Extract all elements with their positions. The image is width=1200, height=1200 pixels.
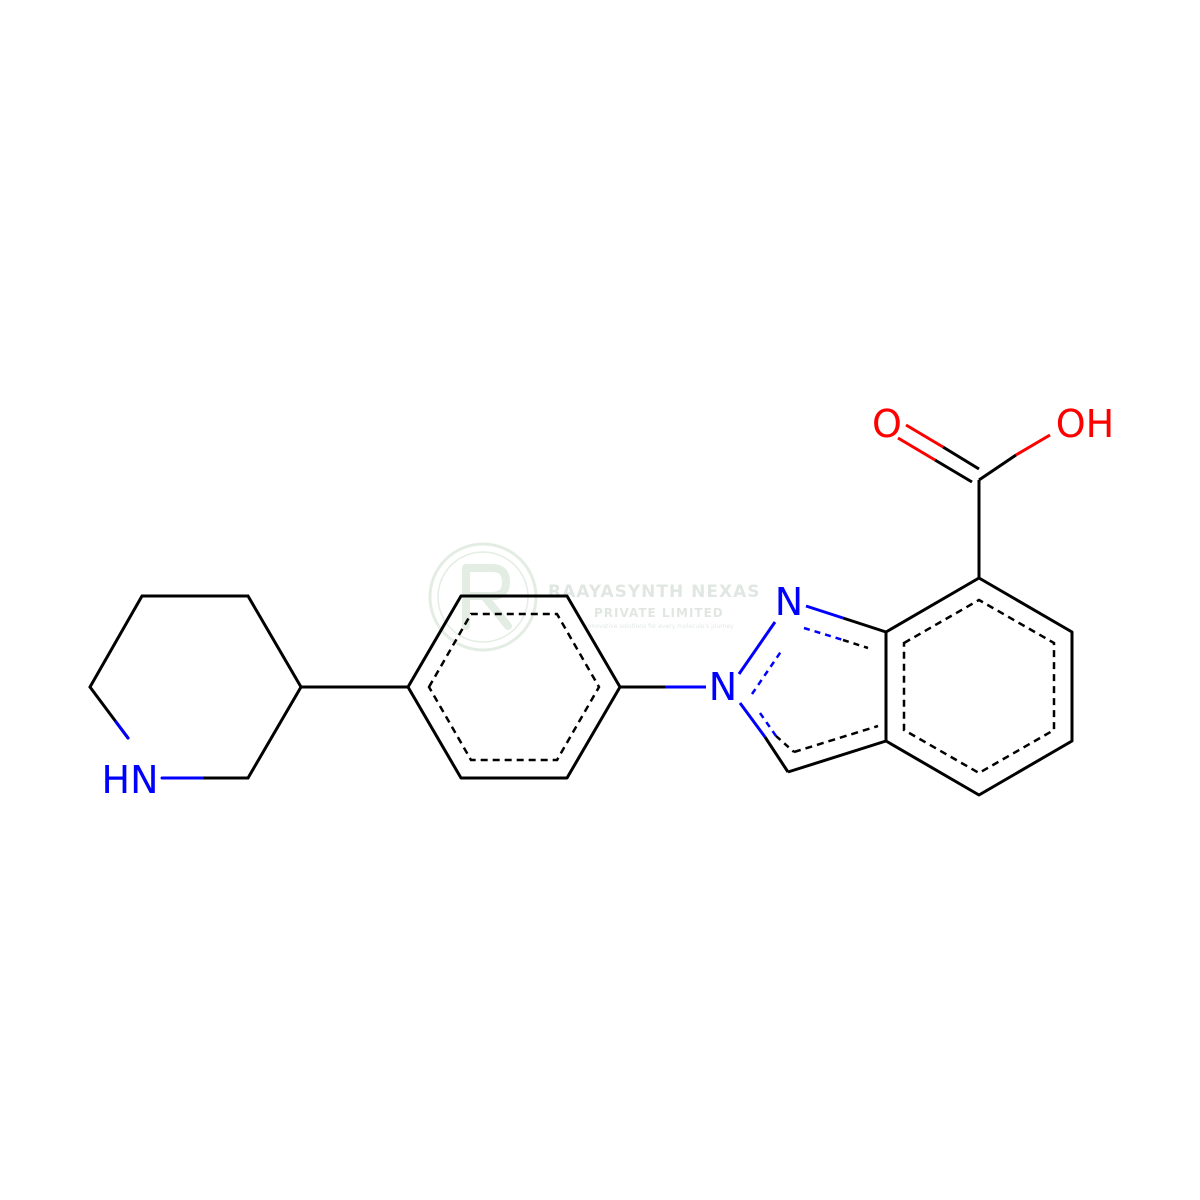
watermark-company: RAAYASYNTH NEXAS [548,582,761,602]
atom-label-n-top: N [775,580,803,624]
carboxylic-acid-group [897,423,1051,578]
atom-label-n-bridge: N [709,665,737,709]
piperidine-ring [88,594,303,780]
atom-label-nh: HN [102,758,159,802]
watermark-tagline: innovative solutions for every molecule'… [586,623,734,630]
watermark-subtitle: PRIVATE LIMITED [594,606,724,620]
pyrazole-ring [737,604,887,774]
atom-label-oh: OH [1056,402,1114,446]
atom-label-o-carbonyl: O [872,402,902,446]
benzo-ring [884,576,1074,797]
